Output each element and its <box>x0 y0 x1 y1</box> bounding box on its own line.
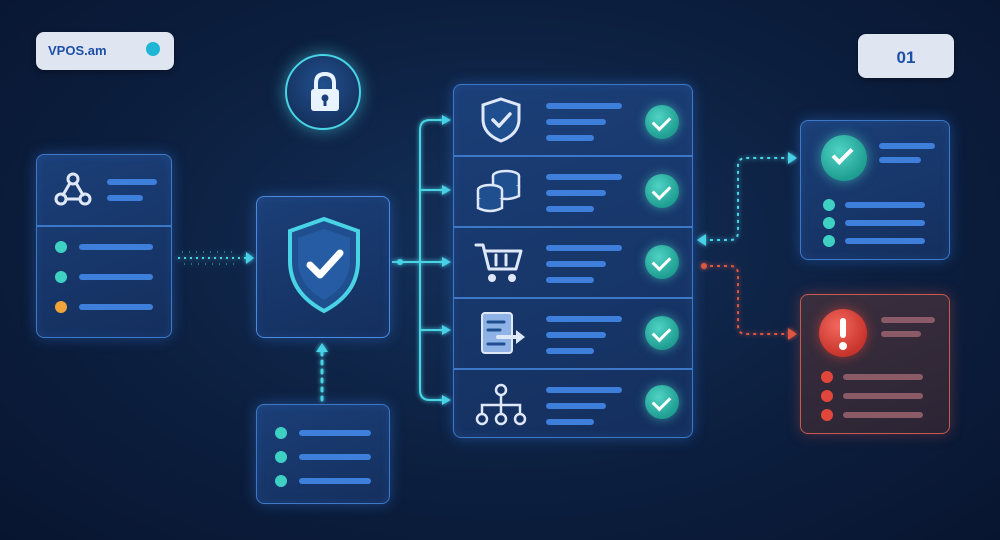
services-divider-1 <box>454 155 692 157</box>
service-row-2[interactable] <box>454 156 692 226</box>
lock-icon <box>311 71 339 111</box>
webhook-icon <box>54 172 92 206</box>
source-header-line-1 <box>107 179 157 185</box>
bottom-row-line-3 <box>299 478 371 484</box>
service-4-line-2 <box>546 332 606 338</box>
service-row-5[interactable] <box>454 369 692 439</box>
error-dot-3 <box>821 409 833 421</box>
services-divider-2 <box>454 226 692 228</box>
services-divider-3 <box>454 297 692 299</box>
error-header-line-2 <box>881 331 921 337</box>
source-card[interactable] <box>36 154 172 338</box>
check-icon <box>645 385 679 419</box>
service-2-line-1 <box>546 174 622 180</box>
lock-node[interactable] <box>285 54 361 130</box>
source-dot-2 <box>55 271 67 283</box>
source-row-line-3 <box>79 304 153 310</box>
service-row-3[interactable] <box>454 227 692 297</box>
database-coins-icon <box>476 169 521 213</box>
connector-to-error <box>701 263 797 340</box>
shopping-cart-icon <box>474 243 523 282</box>
connector-security-to-services <box>392 115 451 405</box>
success-dot-3 <box>823 235 835 247</box>
services-panel <box>453 84 693 438</box>
success-row-line-3 <box>845 238 925 244</box>
success-dot-2 <box>823 217 835 229</box>
brand-label: VPOS.am <box>48 43 107 58</box>
source-row-line-1 <box>79 244 153 250</box>
service-4-line-1 <box>546 316 622 322</box>
source-dot-1 <box>55 241 67 253</box>
bottom-dot-3 <box>275 475 287 487</box>
success-header-line-1 <box>879 143 935 149</box>
service-5-line-2 <box>546 403 606 409</box>
bottom-row-line-2 <box>299 454 371 460</box>
document-export-icon <box>481 312 525 354</box>
shield-check-icon <box>481 97 521 143</box>
connector-to-success <box>697 152 797 246</box>
service-3-line-1 <box>546 245 622 251</box>
brand-dot <box>146 42 160 56</box>
error-row-line-2 <box>843 393 923 399</box>
error-card[interactable] <box>800 294 950 434</box>
service-5-line-3 <box>546 419 594 425</box>
service-1-line-1 <box>546 103 622 109</box>
check-icon <box>821 135 867 181</box>
success-row-line-1 <box>845 202 925 208</box>
service-row-1[interactable] <box>454 85 692 155</box>
check-icon <box>645 105 679 139</box>
exclamation-icon <box>819 309 867 357</box>
error-header-line-1 <box>881 317 935 323</box>
connector-bottom-to-security <box>316 343 328 402</box>
error-dot-1 <box>821 371 833 383</box>
service-4-line-3 <box>546 348 594 354</box>
service-1-line-3 <box>546 135 594 141</box>
bottom-card[interactable] <box>256 404 390 504</box>
error-row-line-3 <box>843 412 923 418</box>
connector-source-to-security <box>178 251 254 265</box>
source-header-line-2 <box>107 195 143 201</box>
bottom-dot-1 <box>275 427 287 439</box>
org-chart-icon <box>475 383 527 426</box>
slide-number-badge: 01 <box>858 34 954 78</box>
check-icon <box>645 174 679 208</box>
service-3-line-3 <box>546 277 594 283</box>
source-row-line-2 <box>79 274 153 280</box>
check-icon <box>645 316 679 350</box>
service-row-4[interactable] <box>454 298 692 368</box>
service-5-line-1 <box>546 387 622 393</box>
service-2-line-3 <box>546 206 594 212</box>
source-dot-3 <box>55 301 67 313</box>
shield-check-icon <box>288 216 360 314</box>
service-1-line-2 <box>546 119 606 125</box>
success-header-line-2 <box>879 157 921 163</box>
slide-number: 01 <box>896 48 916 67</box>
success-dot-1 <box>823 199 835 211</box>
check-icon <box>645 245 679 279</box>
source-divider <box>37 225 171 227</box>
services-divider-4 <box>454 368 692 370</box>
bottom-row-line-1 <box>299 430 371 436</box>
error-row-line-1 <box>843 374 923 380</box>
success-card[interactable] <box>800 120 950 260</box>
service-2-line-2 <box>546 190 606 196</box>
security-card[interactable] <box>256 196 390 338</box>
service-3-line-2 <box>546 261 606 267</box>
brand-badge[interactable]: VPOS.am <box>36 32 174 70</box>
success-row-line-2 <box>845 220 925 226</box>
bottom-dot-2 <box>275 451 287 463</box>
error-dot-2 <box>821 390 833 402</box>
